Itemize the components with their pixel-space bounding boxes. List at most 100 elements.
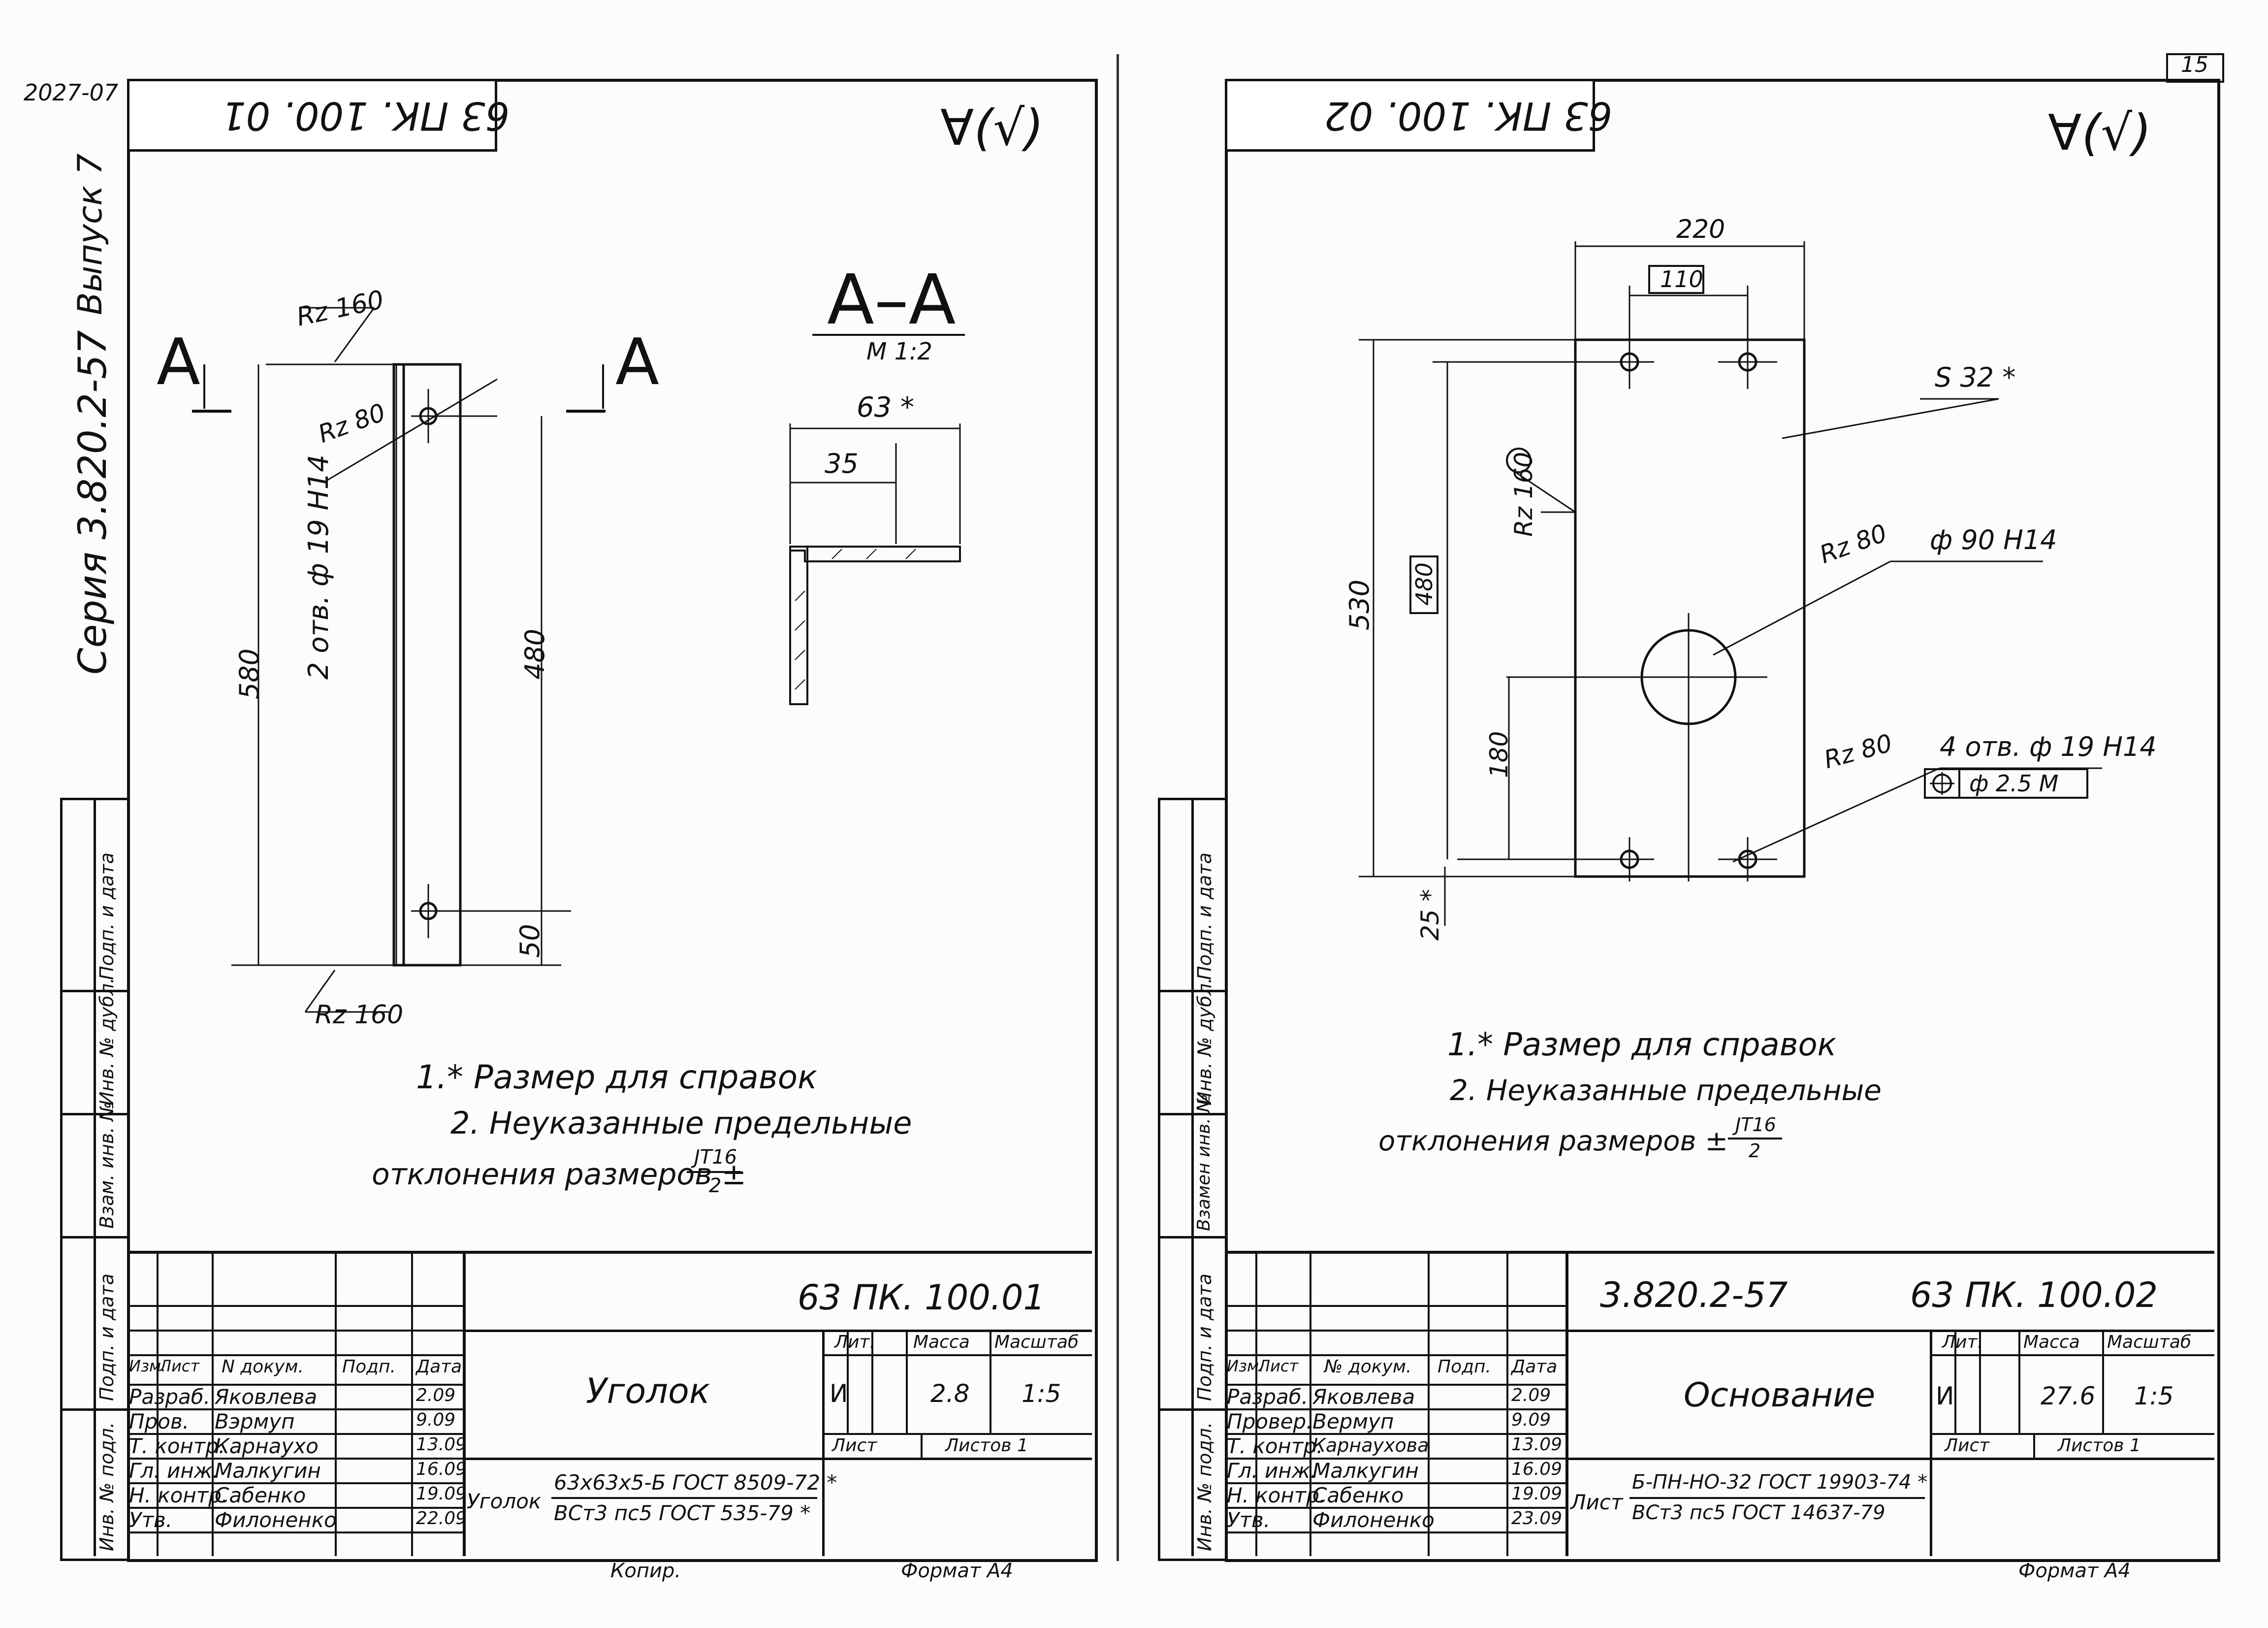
right-tb-series-code: 3.820.2-57 xyxy=(1600,1275,1788,1315)
page-number: 15 xyxy=(2181,52,2208,77)
right-stamp-5: Инв. № подл. xyxy=(1194,1422,1215,1551)
right-tb-h2: Лист xyxy=(1258,1357,1299,1375)
left-roughness-symbol: ∀(√) xyxy=(940,99,1044,157)
dim-leg: 35 xyxy=(825,448,859,479)
right-tb-date-6: 23.09 xyxy=(1511,1508,1563,1529)
left-tol-bar xyxy=(687,1171,741,1173)
right-note-3: отклонения размеров ± xyxy=(1378,1125,1728,1157)
right-tb-date-2: 9.09 xyxy=(1511,1410,1551,1430)
left-tb-date-6: 22.09 xyxy=(416,1508,467,1529)
right-tb-lit-label: Лит. xyxy=(1942,1332,1983,1352)
left-tb-date-2: 9.09 xyxy=(416,1410,456,1430)
right-tb-role-2: Провер. xyxy=(1227,1409,1313,1433)
left-tb-scale-value: 1:5 xyxy=(1022,1379,1061,1408)
right-tb-sheet-label: Лист xyxy=(1945,1435,1990,1456)
right-tb-scale-label: Масштаб xyxy=(2107,1332,2192,1352)
right-roughness-symbol: ∀(√) xyxy=(2048,104,2152,162)
right-top-code-box xyxy=(1225,79,1595,152)
left-tb-h3: N докум. xyxy=(222,1357,304,1377)
dim-rz-bottom: Rz 160 xyxy=(315,1000,404,1030)
right-tb-person-3: Карнаухова xyxy=(1312,1434,1429,1456)
left-tb-person-3: Карнаухо xyxy=(215,1434,319,1458)
right-tb-date-5: 19.09 xyxy=(1511,1484,1563,1504)
left-title-block xyxy=(127,1251,1092,1559)
left-note-1: 1.* Размер для справок xyxy=(416,1058,817,1096)
left-tb-name: Уголок xyxy=(586,1371,710,1411)
dim-big-hole: ф 90 Н14 xyxy=(1930,524,2057,555)
right-stamp-2: Инв. № дубл. xyxy=(1194,977,1215,1106)
left-tb-role-2: Пров. xyxy=(129,1409,190,1433)
left-stamp-4: Подп. и дата xyxy=(96,1273,118,1401)
left-tb-material-1: 63х63х5-Б ГОСТ 8509-72 * xyxy=(554,1470,837,1495)
section-letter-right: А xyxy=(615,325,659,399)
left-tb-material-2: ВСт3 пс5 ГОСТ 535-79 * xyxy=(554,1501,811,1525)
right-tb-material-2: ВСт3 пс5 ГОСТ 14637-79 xyxy=(1632,1501,1885,1524)
right-tb-mass-label: Масса xyxy=(2023,1332,2080,1352)
dim-position-tol: ф 2.5 М xyxy=(1969,770,2059,797)
left-stamp-3: Взам. инв. № xyxy=(96,1101,118,1229)
right-tol-bar xyxy=(1728,1138,1782,1140)
dim-bottom-offset: 50 xyxy=(514,924,545,958)
left-tb-h2: Лист xyxy=(160,1357,200,1375)
section-letter-left: А xyxy=(157,325,200,399)
right-note-2: 2. Неуказанные предельные xyxy=(1450,1074,1882,1107)
left-top-code-box xyxy=(127,79,497,152)
left-top-code: 63 ПК. 100. 01 xyxy=(222,93,510,137)
right-sheet-frame xyxy=(1225,79,2220,1562)
right-tb-h1: Изм. xyxy=(1227,1357,1264,1375)
series-label: Серия 3.820.2-57 xyxy=(71,330,115,675)
left-tb-doc-code: 63 ПК. 100.01 xyxy=(798,1277,1046,1318)
left-note-2: 2. Неуказанные предельные xyxy=(450,1105,912,1141)
left-tb-role-4: Гл. инж. xyxy=(129,1459,219,1483)
left-tb-mass-value: 2.8 xyxy=(930,1379,970,1408)
right-tb-person-4: Малкугин xyxy=(1312,1459,1419,1483)
right-tb-date-1: 2.09 xyxy=(1511,1385,1551,1405)
left-tb-material-bar xyxy=(551,1497,817,1499)
dim-plate-holes: 4 отв. ф 19 Н14 xyxy=(1940,731,2157,762)
left-tb-date-4: 16.09 xyxy=(416,1459,467,1479)
left-tb-person-2: Вэрмуп xyxy=(215,1409,295,1433)
left-tb-date-1: 2.09 xyxy=(416,1385,456,1405)
right-tb-doc-code: 63 ПК. 100.02 xyxy=(1910,1275,2158,1315)
left-stamp-2: Инв. № дубл. xyxy=(96,977,118,1106)
left-tb-h5: Дата xyxy=(416,1357,462,1377)
right-tb-sheets-label: Листов 1 xyxy=(2058,1435,2141,1456)
dim-plate-width: 220 xyxy=(1676,215,1725,244)
right-tb-date-4: 16.09 xyxy=(1511,1459,1563,1479)
right-tb-role-1: Разраб. xyxy=(1227,1385,1309,1409)
left-tb-role-5: Н. контр. xyxy=(129,1483,228,1507)
right-tb-date-3: 13.09 xyxy=(1511,1434,1563,1455)
right-tol-den: 2 xyxy=(1749,1140,1761,1162)
left-tb-h1: Изм. xyxy=(129,1357,166,1375)
right-tb-mass-value: 27.6 xyxy=(2041,1382,2096,1410)
right-tb-role-4: Гл. инж. xyxy=(1227,1459,1317,1483)
left-tol-num: JT16 xyxy=(694,1146,737,1169)
right-tb-h5: Дата xyxy=(1511,1357,1558,1377)
right-tol-num: JT16 xyxy=(1735,1114,1776,1136)
right-title-block xyxy=(1225,1251,2214,1559)
left-tb-date-3: 13.09 xyxy=(416,1434,467,1455)
left-tb-sheets-label: Листов 1 xyxy=(945,1435,1028,1456)
left-tb-mass-label: Масса xyxy=(913,1332,970,1352)
right-tb-h4: Подп. xyxy=(1437,1357,1491,1377)
right-tb-person-5: Сабенко xyxy=(1312,1483,1404,1507)
left-tb-person-4: Малкугин xyxy=(215,1459,321,1483)
left-tb-lit-label: Лит. xyxy=(834,1332,875,1352)
left-sheet-frame xyxy=(127,79,1098,1562)
left-tol-den: 2 xyxy=(709,1174,722,1197)
left-format: Формат А4 xyxy=(901,1560,1013,1582)
left-tb-material-prefix: Уголок xyxy=(467,1489,542,1513)
right-stamp-1: Подп. и дата xyxy=(1194,852,1215,980)
dim-plate-hole-span-x: 110 xyxy=(1660,266,1703,293)
left-stamp-5: Инв. № подл. xyxy=(96,1422,118,1551)
page-number-box xyxy=(2166,53,2224,83)
right-tb-scale-value: 1:5 xyxy=(2134,1382,2174,1410)
right-tb-name: Основание xyxy=(1684,1376,1876,1415)
right-note-1: 1.* Размер для справок xyxy=(1447,1027,1837,1063)
left-tb-role-6: Утв. xyxy=(129,1508,173,1532)
dim-width: 63 * xyxy=(857,391,915,423)
right-tb-material-bar xyxy=(1629,1497,1925,1499)
dim-rz-side: Rz 160 xyxy=(1509,452,1538,537)
dim-total-length: 580 xyxy=(234,648,265,699)
